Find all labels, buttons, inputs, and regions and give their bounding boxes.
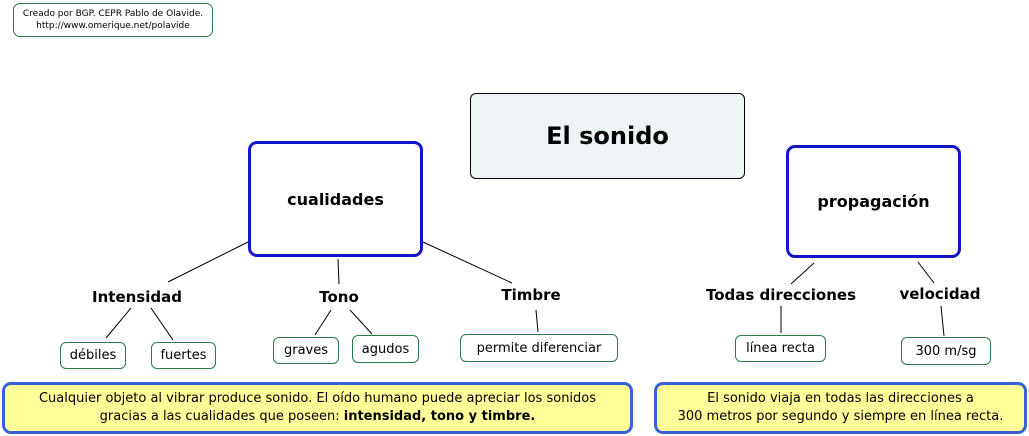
label-intensidad: Intensidad bbox=[92, 288, 182, 306]
note-right-line-1: El sonido viaja en todas las direcciones… bbox=[707, 391, 974, 406]
leaf-agudos: agudos bbox=[352, 335, 419, 363]
leaf-linea-recta: línea recta bbox=[735, 335, 826, 362]
credit-box: Creado por BGP. CEPR Pablo de Olavide. h… bbox=[13, 3, 213, 37]
label-velocidad: velocidad bbox=[899, 285, 981, 303]
node-cualidades: cualidades bbox=[248, 141, 423, 257]
leaf-graves: graves bbox=[273, 337, 339, 364]
note-cualidades: Cualquier objeto al vibrar produce sonid… bbox=[2, 382, 633, 434]
note-right-line-2: 300 metros por segundo y siempre en líne… bbox=[677, 409, 1004, 424]
leaf-permite-diferenciar: permite diferenciar bbox=[460, 334, 618, 362]
credit-line-1: Creado por BGP. CEPR Pablo de Olavide. bbox=[22, 9, 204, 19]
node-propagacion: propagación bbox=[786, 145, 961, 258]
note-propagacion: El sonido viaja en todas las direcciones… bbox=[654, 382, 1027, 434]
note-left-line-1: Cualquier objeto al vibrar produce sonid… bbox=[38, 391, 597, 406]
leaf-fuertes: fuertes bbox=[151, 342, 216, 369]
leaf-velocidad-valor: 300 m/sg bbox=[901, 337, 991, 365]
label-todas-direcciones: Todas direcciones bbox=[705, 286, 857, 304]
note-left-line-2: gracias a las cualidades que poseen: bbox=[99, 409, 344, 424]
title-node: El sonido bbox=[470, 93, 745, 179]
credit-line-2: http://www.omerique.net/polavide bbox=[36, 21, 190, 31]
leaf-debiles: débiles bbox=[60, 342, 126, 369]
label-timbre: Timbre bbox=[501, 286, 561, 304]
note-left-bold: intensidad, tono y timbre. bbox=[343, 409, 536, 424]
label-tono: Tono bbox=[319, 288, 359, 306]
